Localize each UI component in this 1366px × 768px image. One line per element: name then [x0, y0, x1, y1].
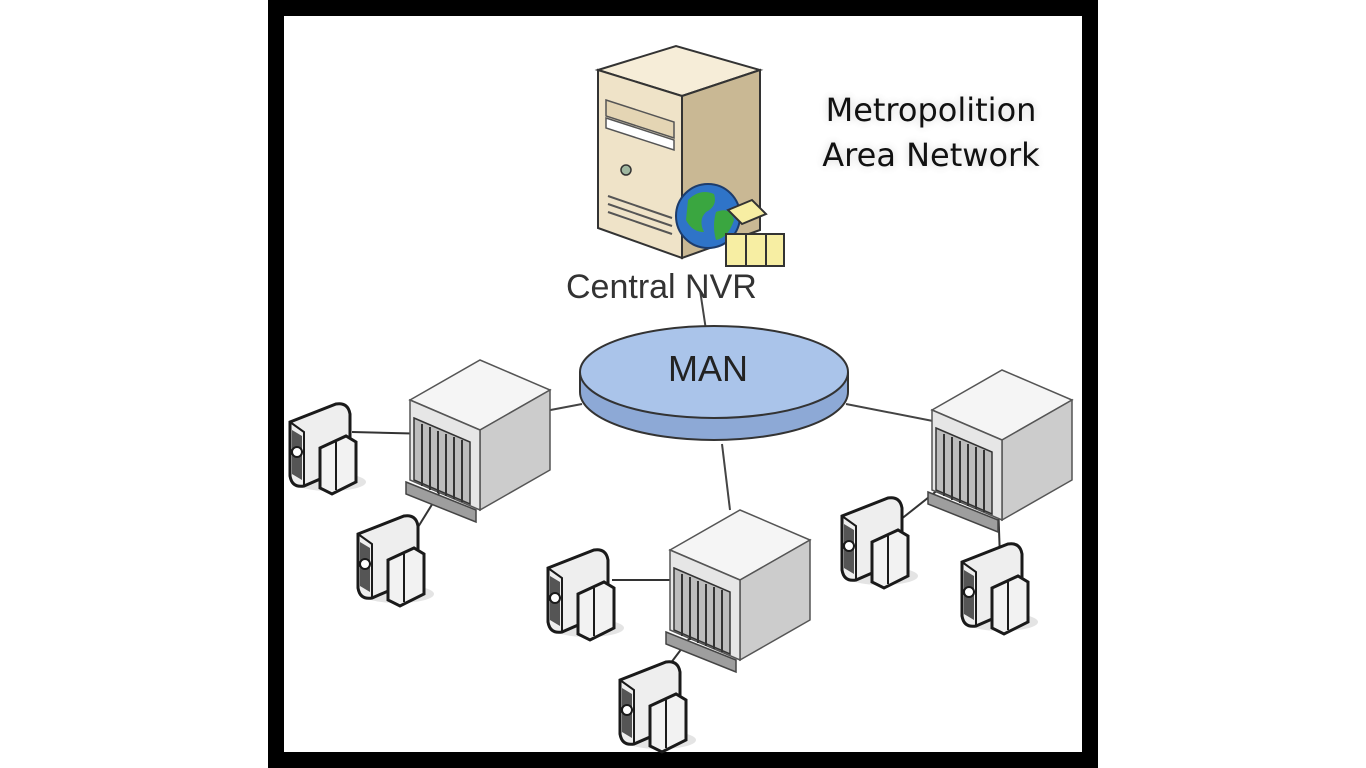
- title-line-1: Metropolition: [825, 91, 1037, 129]
- camera-icon: [960, 542, 1040, 636]
- central-nvr-label: Central NVR: [566, 268, 757, 306]
- man-label: MAN: [668, 348, 748, 389]
- link-nvr-man: [699, 289, 707, 331]
- camera-icon: [288, 402, 368, 496]
- camera-icon: [546, 548, 626, 642]
- camera-icon: [840, 496, 920, 590]
- camera-icon: [356, 514, 436, 608]
- title-line-2: Area Network: [822, 136, 1040, 174]
- dvr-box-icon: [927, 369, 1073, 533]
- link-man-right: [845, 403, 939, 423]
- folder-icon: [725, 198, 785, 267]
- network-cloud-icon: [579, 325, 849, 441]
- dvr-box-icon: [405, 359, 551, 523]
- link-man-bottom: [721, 443, 731, 511]
- globe-icon: [675, 183, 741, 249]
- camera-icon: [618, 660, 698, 754]
- diagram-title: Metropolition Area Network: [800, 88, 1062, 178]
- dvr-box-icon: [665, 509, 811, 673]
